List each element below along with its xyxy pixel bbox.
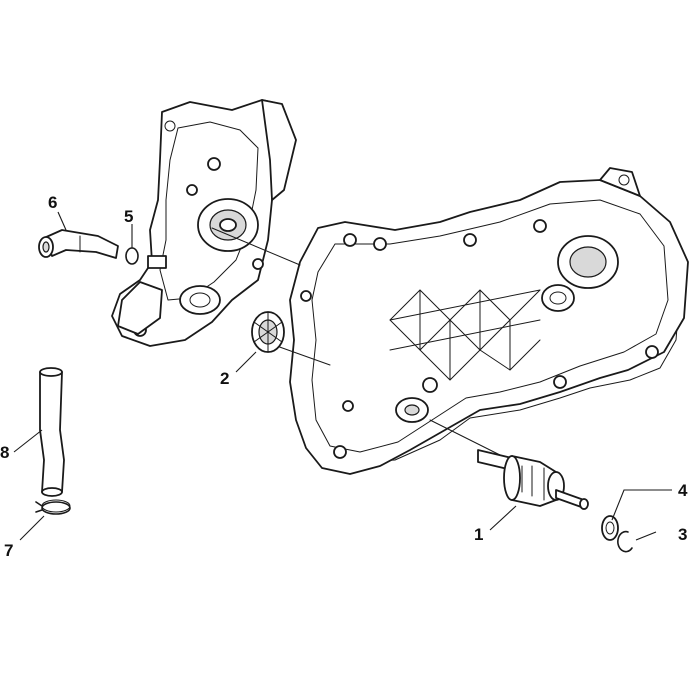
callout-5: 5 [124, 207, 133, 226]
pump-shaft [477, 449, 589, 510]
leader-2 [235, 351, 257, 373]
o-ring [125, 247, 139, 265]
leader-6 [57, 211, 67, 231]
circlip [617, 530, 633, 553]
leader-4 [611, 489, 672, 521]
callout-2: 2 [220, 369, 229, 388]
crankcase-half [289, 167, 689, 475]
leader-8 [13, 429, 43, 453]
leader-1 [489, 505, 517, 531]
hose [39, 367, 65, 497]
hose-clamp [35, 499, 71, 515]
callout-3: 3 [678, 525, 687, 544]
elbow-pipe [38, 229, 119, 259]
callout-6: 6 [48, 193, 57, 212]
callout-7: 7 [4, 541, 13, 560]
impeller [251, 311, 285, 353]
callout-4: 4 [678, 481, 688, 500]
callout-8: 8 [0, 443, 9, 462]
leader-7 [19, 515, 45, 541]
pump-cover [111, 99, 297, 347]
leader-3 [635, 531, 657, 541]
callout-1: 1 [474, 525, 483, 544]
washer [601, 515, 619, 541]
